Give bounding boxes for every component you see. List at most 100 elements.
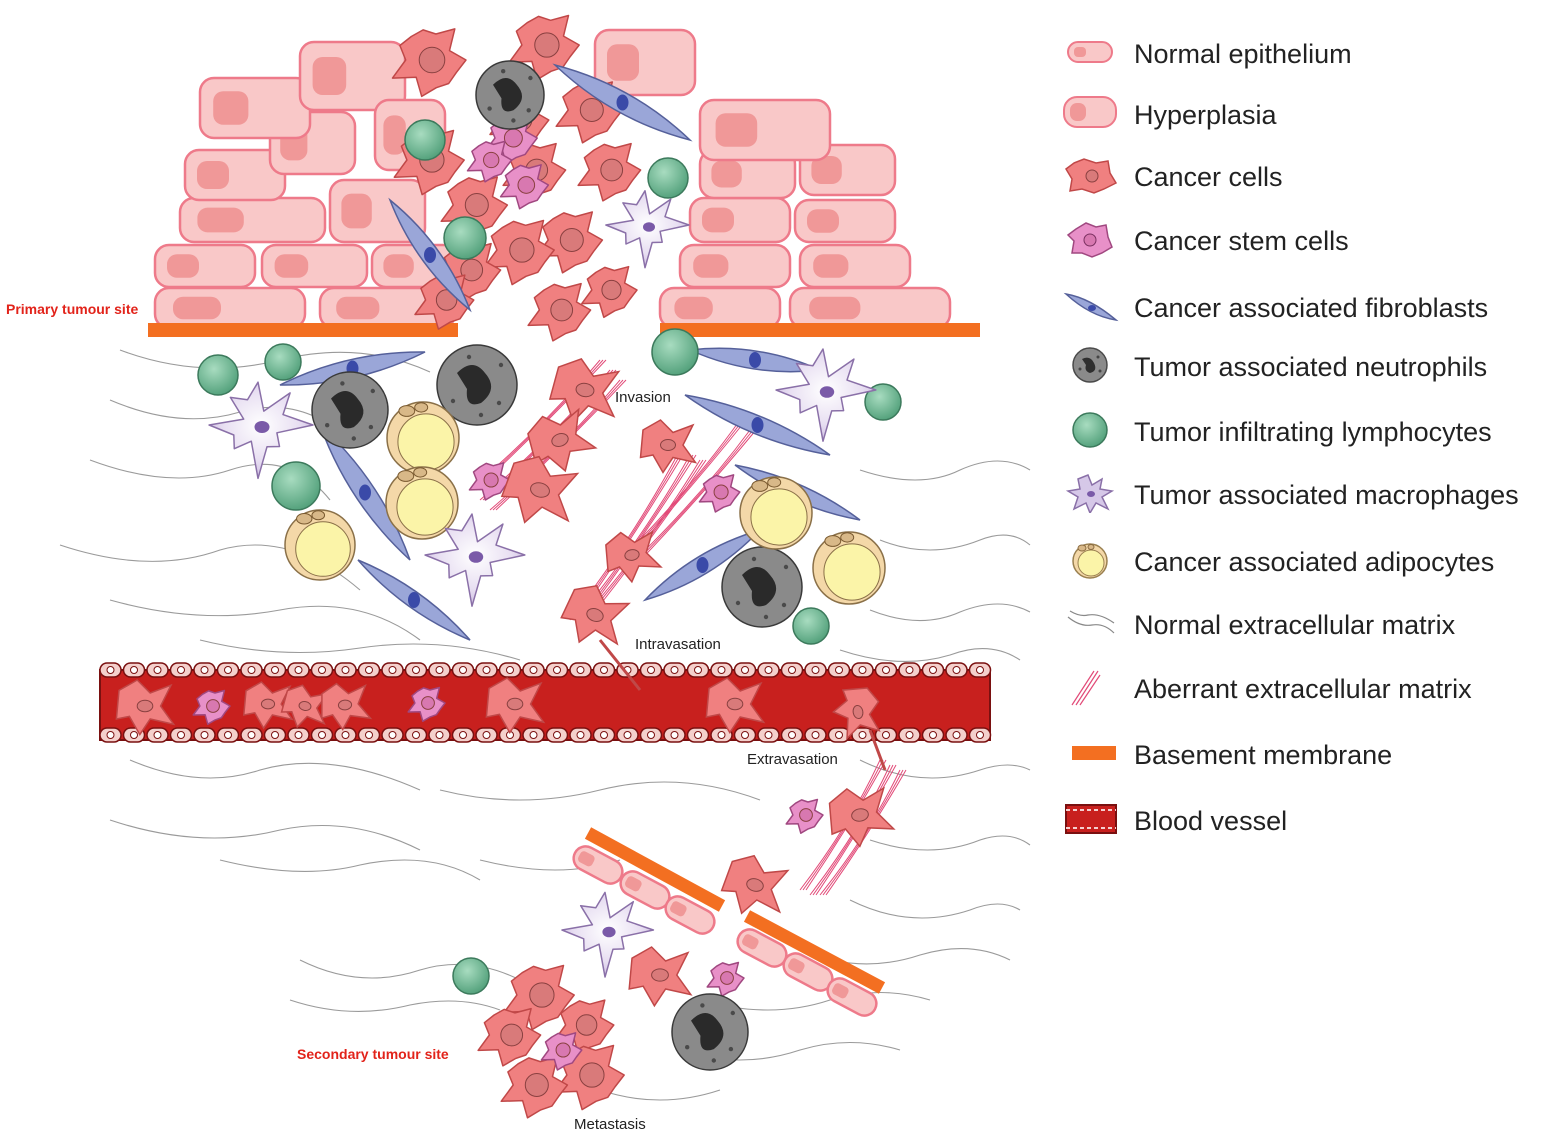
invading-cancer-cell bbox=[527, 407, 598, 473]
cancer-stem-cell-nucleus bbox=[503, 128, 523, 148]
endothelial-nucleus bbox=[271, 731, 279, 739]
adipocyte-nucleus bbox=[414, 402, 429, 413]
epithelial-nucleus bbox=[213, 91, 249, 125]
basement-membrane-icon bbox=[1072, 746, 1116, 760]
invading-cancer-cell bbox=[500, 455, 580, 524]
epithelial-nucleus bbox=[312, 56, 347, 96]
neutrophil-granule bbox=[450, 398, 456, 404]
invading-cancer-cell bbox=[639, 419, 698, 474]
endothelial-nucleus bbox=[600, 731, 608, 739]
epithelial-nucleus bbox=[197, 161, 229, 189]
legend-label: Hyperplasia bbox=[1134, 100, 1277, 130]
adipocyte-lipid bbox=[397, 413, 455, 471]
epithelial-nucleus bbox=[383, 115, 406, 155]
invading-cancer-cell bbox=[605, 530, 663, 584]
neutrophil-granule bbox=[368, 424, 374, 430]
ecm-fiber bbox=[879, 534, 1031, 551]
neutrophil-granule bbox=[478, 412, 484, 418]
ecm-fiber bbox=[199, 639, 521, 661]
endothelial-nucleus bbox=[482, 666, 491, 674]
legend-label: Cancer associated fibroblasts bbox=[1134, 293, 1489, 323]
neutrophil-granule bbox=[685, 1045, 690, 1050]
legend-item: Cancer cells bbox=[1060, 155, 1547, 195]
endothelial-nucleus bbox=[600, 666, 608, 674]
legend-item: Cancer associated fibroblasts bbox=[1060, 286, 1547, 326]
neutrophil-nucleus bbox=[742, 567, 777, 607]
endothelial-nucleus bbox=[412, 731, 420, 739]
endothelial-nucleus bbox=[412, 666, 420, 674]
epithelial-nucleus bbox=[813, 254, 849, 278]
endothelial-nucleus bbox=[388, 731, 397, 739]
ecm-fiber bbox=[129, 759, 421, 791]
fibroblast-nucleus bbox=[751, 417, 764, 433]
endothelial-nucleus bbox=[553, 666, 561, 674]
circulating-cancer-cell bbox=[115, 679, 176, 737]
aberrant-fiber bbox=[595, 459, 707, 611]
legend-item: Basement membrane bbox=[1060, 733, 1547, 773]
normal-epithelium-icon bbox=[1067, 41, 1113, 63]
legend-item: Tumor associated neutrophils bbox=[1060, 345, 1547, 385]
epithelial-nucleus bbox=[173, 296, 221, 320]
endothelial-nucleus bbox=[318, 731, 326, 739]
neutrophil-granule bbox=[751, 556, 757, 562]
epithelial-nucleus bbox=[702, 207, 734, 233]
lymphocyte bbox=[864, 383, 902, 421]
endothelial-nucleus bbox=[200, 731, 209, 739]
neutrophil-granule bbox=[498, 362, 504, 368]
epithelial-nucleus bbox=[167, 254, 199, 278]
endothelial-nucleus bbox=[553, 731, 561, 739]
neutrophil-granule bbox=[466, 354, 472, 360]
basement-membrane-secondary bbox=[743, 910, 886, 994]
neutrophil-granule bbox=[351, 436, 356, 441]
metastatic-cancer-cell-nucleus bbox=[529, 982, 555, 1008]
ecm-fiber bbox=[289, 999, 501, 1012]
endothelial-nucleus bbox=[153, 731, 162, 739]
endothelial-nucleus bbox=[247, 731, 256, 739]
neutrophil-granule bbox=[783, 564, 789, 570]
lymphocyte bbox=[264, 343, 302, 381]
neutrophil-granule bbox=[763, 614, 769, 620]
endothelial-nucleus bbox=[929, 666, 937, 674]
neutrophil-granule bbox=[711, 1058, 716, 1063]
endothelial-nucleus bbox=[435, 731, 444, 739]
endothelial-nucleus bbox=[811, 731, 820, 739]
legend-label: Aberrant extracellular matrix bbox=[1134, 674, 1472, 704]
epithelial-nucleus bbox=[711, 160, 742, 188]
endothelial-nucleus bbox=[623, 731, 632, 739]
macrophage-nucleus bbox=[819, 386, 835, 398]
cancer-cell-nucleus bbox=[460, 258, 484, 282]
invading-cancer-cell bbox=[720, 854, 790, 915]
basement-membrane-right bbox=[660, 323, 980, 337]
macrophage-nucleus bbox=[643, 222, 655, 232]
adipocyte-lipid bbox=[823, 543, 881, 601]
extravasating-cancer-cell bbox=[831, 687, 881, 741]
endothelial-nucleus bbox=[459, 731, 467, 739]
endothelial-nucleus bbox=[341, 731, 350, 739]
endothelial-nucleus bbox=[694, 666, 702, 674]
neutrophil-granule bbox=[526, 108, 531, 113]
ecm-fiber bbox=[109, 819, 421, 851]
cancer-stem-cell-nucleus bbox=[483, 151, 500, 169]
endothelial-nucleus bbox=[741, 731, 749, 739]
neutrophil-granule bbox=[728, 1046, 734, 1052]
cancer-stem-cell-icon bbox=[1066, 222, 1113, 258]
neutrophil-granule bbox=[781, 602, 787, 608]
neutrophil-granule bbox=[730, 1010, 735, 1016]
cancer-cell-nucleus bbox=[464, 192, 489, 218]
cancer-stem-cell-nucleus bbox=[713, 484, 729, 500]
endothelial-nucleus bbox=[788, 666, 796, 674]
epithelial-nucleus bbox=[197, 207, 244, 233]
macrophage-nucleus bbox=[254, 421, 270, 433]
neutrophil-granule bbox=[511, 118, 516, 123]
endothelial-nucleus bbox=[717, 731, 726, 739]
endothelial-nucleus bbox=[224, 731, 232, 739]
metastatic-cancer-cell-nucleus bbox=[524, 1072, 549, 1098]
neutrophil-granule bbox=[487, 106, 492, 111]
circulating-cancer-cell bbox=[485, 677, 546, 735]
normal-ecm-icon bbox=[1067, 610, 1115, 634]
fibroblast-nucleus bbox=[359, 484, 371, 501]
adipocyte-nucleus bbox=[296, 513, 313, 525]
fibroblast-nucleus bbox=[749, 352, 761, 368]
endothelial-nucleus bbox=[905, 731, 914, 739]
